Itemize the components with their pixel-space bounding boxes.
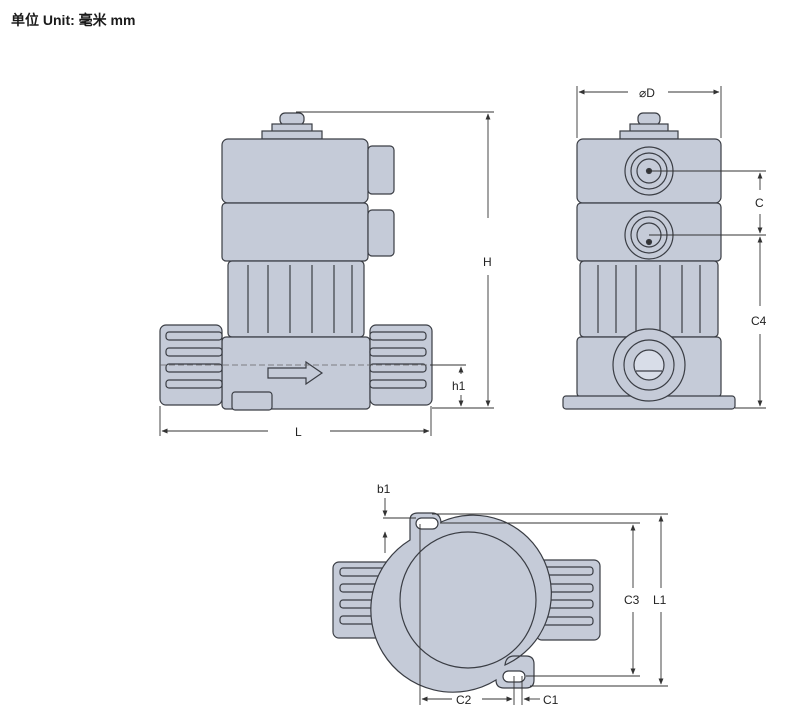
front-dimensions: [159, 111, 494, 436]
side-collar: [579, 260, 719, 338]
top-mount-slot-upper: [415, 517, 439, 530]
dim-label-L: L: [295, 425, 302, 439]
dim-label-h1: h1: [452, 379, 466, 393]
side-pipe-port: [612, 328, 686, 402]
front-view: [159, 112, 433, 411]
top-view: [332, 512, 601, 693]
dim-label-b1: b1: [377, 482, 391, 496]
front-collar-ribs: [247, 265, 353, 333]
dim-label-C4: C4: [751, 314, 767, 328]
dim-label-L1: L1: [653, 593, 667, 607]
side-top-cap: [619, 112, 679, 140]
unit-caption: 单位 Unit: 毫米 mm: [11, 12, 136, 28]
dim-label-C1: C1: [543, 693, 559, 707]
front-port-upper: [367, 145, 395, 195]
dim-label-C: C: [755, 196, 764, 210]
front-top-cap: [261, 112, 323, 140]
dim-label-D: ⌀D: [639, 86, 655, 100]
dim-label-C3: C3: [624, 593, 640, 607]
flow-direction-arrow: [267, 360, 324, 386]
top-flange-disc: [399, 531, 537, 669]
front-actuator-lower: [221, 202, 369, 262]
side-dimensions: [576, 86, 766, 409]
front-foot: [231, 391, 273, 411]
dim-label-C2: C2: [456, 693, 472, 707]
top-dimensions: [382, 498, 668, 705]
dim-label-H: H: [483, 255, 492, 269]
side-collar-ribs: [597, 265, 701, 333]
front-union-right-ribs: [369, 331, 427, 389]
front-port-lower: [367, 209, 395, 257]
front-union-left-ribs: [165, 331, 223, 389]
front-actuator-upper: [221, 138, 369, 204]
side-view: [562, 112, 736, 410]
